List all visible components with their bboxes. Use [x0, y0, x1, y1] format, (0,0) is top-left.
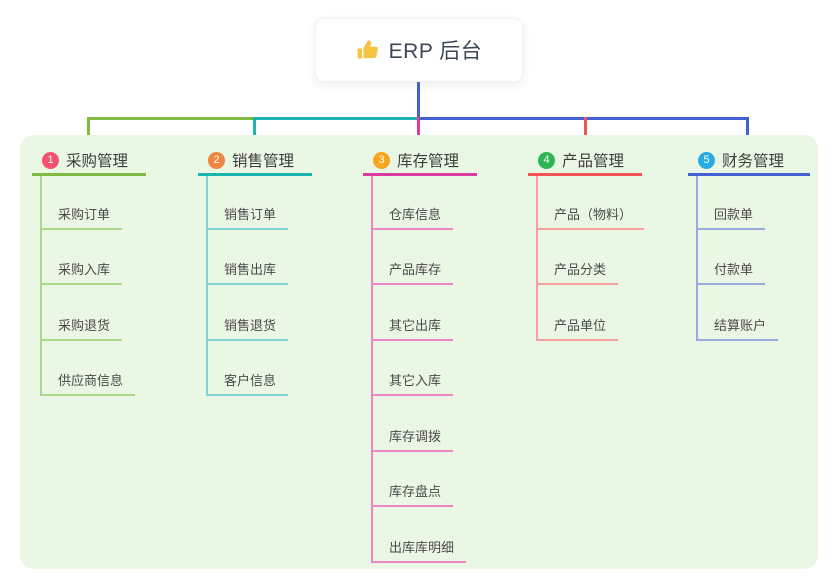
child-node[interactable]: 供应商信息: [40, 370, 136, 396]
child-node[interactable]: 出库库明细: [371, 537, 467, 563]
child-node-row: 采购入库: [40, 230, 135, 285]
branch-3-title: 库存管理: [397, 153, 460, 170]
child-node[interactable]: 库存调拨: [371, 426, 454, 452]
child-node-row: 采购订单: [40, 174, 135, 230]
child-node[interactable]: 采购入库: [40, 259, 123, 285]
child-node-row: 客户信息: [206, 341, 289, 396]
branch-2-children: 销售订单 销售出库 销售退货 客户信息: [198, 174, 289, 396]
branch-3-underline: [363, 173, 477, 176]
child-node-row: 产品单位: [536, 285, 644, 341]
child-node[interactable]: 产品单位: [536, 315, 619, 341]
child-node[interactable]: 采购订单: [40, 204, 123, 230]
branch-3-children: 仓库信息 产品库存 其它出库 其它入库 库存调拨 库存盘点 出库库明细: [363, 174, 467, 563]
branch-2-connector-line: [206, 176, 208, 396]
child-node-row: 销售退货: [206, 285, 289, 341]
child-node[interactable]: 客户信息: [206, 370, 289, 396]
child-node-row: 产品分类: [536, 230, 644, 285]
child-node-row: 产品库存: [371, 230, 466, 285]
branch-product: 4 产品管理 产品（物料） 产品分类 产品单位: [528, 0, 698, 588]
branch-3-connector-line: [371, 176, 373, 562]
child-node[interactable]: 其它出库: [371, 315, 454, 341]
branch-5-connector-line: [696, 176, 698, 340]
child-node-row: 出库库明细: [371, 507, 467, 563]
branch-2-node[interactable]: 2 销售管理: [208, 149, 294, 171]
child-node-row: 供应商信息: [40, 341, 136, 396]
connector-drop-branch-5: [746, 117, 749, 148]
branch-4-number-badge: 4: [538, 151, 555, 169]
child-node-row: 结算账户: [696, 285, 779, 341]
branch-4-connector-line: [536, 176, 538, 340]
branch-4-children: 产品（物料） 产品分类 产品单位: [528, 174, 645, 341]
branch-2-underline: [198, 173, 312, 176]
branch-5-underline: [688, 173, 810, 176]
branch-purchase: 1 采购管理 采购订单 采购入库 采购退货 供应商信息: [32, 0, 202, 588]
child-node[interactable]: 销售退货: [206, 315, 289, 341]
branch-finance: 5 财务管理 回款单 付款单 结算账户: [688, 0, 839, 588]
connector-bus-blue: [418, 117, 749, 120]
root-node-label: ERP 后台: [388, 40, 483, 63]
child-node-row: 销售出库: [206, 230, 289, 285]
child-node[interactable]: 付款单: [696, 259, 766, 285]
branch-inventory: 3 库存管理 仓库信息 产品库存 其它出库 其它入库 库存调拨 库存盘点 出库库…: [363, 0, 533, 588]
child-node[interactable]: 库存盘点: [371, 481, 454, 507]
child-node[interactable]: 产品（物料）: [536, 204, 645, 230]
child-node[interactable]: 销售出库: [206, 259, 289, 285]
child-node[interactable]: 产品分类: [536, 259, 619, 285]
branch-1-connector-line: [40, 176, 42, 396]
branch-2-number-badge: 2: [208, 151, 225, 169]
branch-1-underline: [32, 173, 146, 176]
child-node[interactable]: 产品库存: [371, 259, 454, 285]
root-node[interactable]: ERP 后台: [315, 18, 523, 82]
branch-2-title: 销售管理: [232, 153, 295, 170]
child-node[interactable]: 采购退货: [40, 315, 123, 341]
branch-sales: 2 销售管理 销售订单 销售出库 销售退货 客户信息: [198, 0, 368, 588]
branch-1-title: 采购管理: [66, 153, 129, 170]
branch-5-children: 回款单 付款单 结算账户: [688, 174, 779, 341]
child-node[interactable]: 结算账户: [696, 315, 779, 341]
child-node-row: 产品（物料）: [536, 174, 645, 230]
branch-5-number-badge: 5: [698, 151, 715, 169]
connector-drop-branch-3: [417, 117, 420, 148]
branches-panel: [20, 135, 818, 569]
child-node[interactable]: 仓库信息: [371, 204, 454, 230]
child-node-row: 库存盘点: [371, 452, 466, 507]
connector-drop-branch-1: [87, 117, 90, 148]
child-node[interactable]: 其它入库: [371, 370, 454, 396]
child-node-row: 其它入库: [371, 341, 466, 396]
connector-bus-teal: [253, 117, 418, 120]
branch-1-node[interactable]: 1 采购管理: [42, 149, 128, 171]
child-node-row: 仓库信息: [371, 174, 466, 230]
branch-3-number-badge: 3: [373, 151, 390, 169]
branch-1-number-badge: 1: [42, 151, 59, 169]
connector-drop-branch-2: [253, 117, 256, 148]
child-node-row: 回款单: [696, 174, 778, 230]
child-node[interactable]: 回款单: [696, 204, 766, 230]
branch-5-title: 财务管理: [722, 153, 785, 170]
child-node-row: 采购退货: [40, 285, 135, 341]
child-node-row: 其它出库: [371, 285, 466, 341]
connector-bus-green: [87, 117, 256, 120]
child-node[interactable]: 销售订单: [206, 204, 289, 230]
branch-4-title: 产品管理: [562, 153, 625, 170]
branch-3-node[interactable]: 3 库存管理: [373, 149, 459, 171]
branch-4-underline: [528, 173, 642, 176]
branch-1-children: 采购订单 采购入库 采购退货 供应商信息: [32, 174, 136, 396]
child-node-row: 销售订单: [206, 174, 289, 230]
connector-drop-branch-4: [584, 117, 587, 148]
branch-5-node[interactable]: 5 财务管理: [698, 149, 784, 171]
branch-4-node[interactable]: 4 产品管理: [538, 149, 624, 171]
thumbs-up-icon: [356, 38, 380, 62]
child-node-row: 库存调拨: [371, 396, 466, 452]
connector-root-drop: [417, 82, 420, 119]
child-node-row: 付款单: [696, 230, 778, 285]
